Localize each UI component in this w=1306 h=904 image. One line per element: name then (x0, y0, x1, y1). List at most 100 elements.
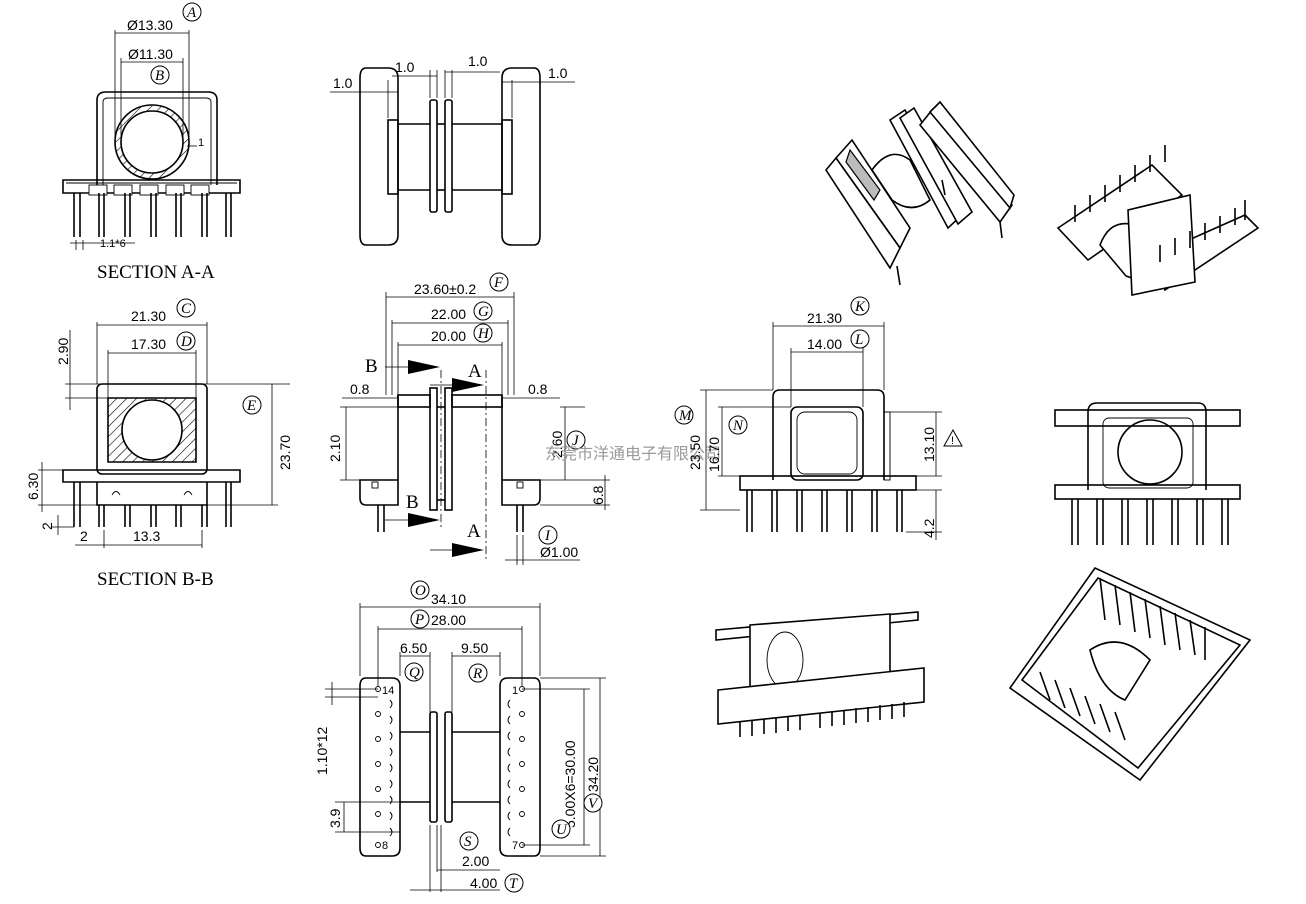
section-bb-label: SECTION B-B (97, 569, 214, 590)
marker-k (850, 296, 870, 316)
marker-k-label: K (854, 299, 866, 315)
marker-c (176, 298, 196, 318)
marker-o (410, 580, 430, 600)
dim-2-90: 2.90 (55, 338, 71, 365)
marker-u (551, 819, 571, 839)
dim-34-20: 34.20 (585, 757, 601, 792)
iso-view-5 (1008, 566, 1252, 782)
dim-13-30: Ø13.30 (127, 17, 173, 33)
marker-t (504, 873, 524, 893)
dim-21-30-c: 21.30 (131, 308, 166, 324)
marker-f (489, 272, 509, 292)
marker-s-label: S (464, 834, 472, 850)
marker-h (473, 323, 493, 343)
marker-s (459, 831, 479, 851)
marker-n-label: N (732, 418, 744, 434)
marker-v-label: V (588, 796, 599, 812)
marker-n (728, 415, 748, 435)
section-bb-view: 21.30 C 17.30 D E 23.70 2.90 6.30 2 2 13… (25, 298, 293, 590)
dim-28-00: 28.00 (431, 612, 466, 628)
end-view: 21.30 K 14.00 L M 23.50 N 16.70 13.10 ! … (674, 296, 963, 540)
dim-17-30: 17.30 (131, 336, 166, 352)
marker-j (566, 430, 586, 450)
marker-g (473, 301, 493, 321)
bottom-view: 14 1 8 7 (314, 580, 606, 893)
dim-3-9: 3.9 (327, 808, 343, 828)
dim-1-0-left: 1.0 (333, 75, 353, 91)
marker-j-label: J (572, 433, 580, 449)
marker-b (150, 65, 170, 85)
marker-p-label: P (414, 612, 424, 628)
marker-l (850, 329, 870, 349)
dim-21-30-k: 21.30 (807, 310, 842, 326)
dim-1-0-mid2: 1.0 (468, 53, 488, 69)
marker-q (404, 662, 424, 682)
dim-23-60: 23.60±0.2 (414, 281, 476, 297)
marker-a (182, 2, 202, 22)
cut-label-a-bottom: A (467, 521, 481, 542)
dim-1-1x6: 1.1*6 (100, 238, 126, 250)
front-view: B A B A 23.60±0.2 F 22.00 G 20.00 (327, 272, 610, 565)
dim-23-70: 23.70 (277, 435, 293, 470)
dim-20-00: 20.00 (431, 328, 466, 344)
dim-4-2: 4.2 (921, 518, 937, 538)
dim-0-8-left: 0.8 (350, 381, 370, 397)
pin-label-8: 8 (382, 840, 388, 852)
pin-label-14: 14 (382, 685, 394, 697)
iso-view-4 (715, 611, 925, 737)
cut-label-b-top: B (365, 356, 378, 377)
dim-6-30: 6.30 (25, 473, 41, 500)
marker-v (583, 793, 603, 813)
side-view-top: 1.0 1.0 1.0 1.0 (330, 53, 575, 246)
dim-34-10: 34.10 (431, 591, 466, 607)
pin-label-7: 7 (512, 840, 518, 852)
marker-a-label: A (186, 5, 197, 21)
section-aa-view: Ø13.30 A Ø11.30 B 1 1.1*6 SECTION A-A (62, 2, 241, 283)
cut-label-a-top: A (468, 361, 482, 382)
dim-9-50: 9.50 (461, 640, 488, 656)
dim-4-00: 4.00 (470, 875, 497, 891)
dim-1-0-mid1: 1.0 (395, 59, 415, 75)
marker-o-label: O (415, 583, 426, 599)
dim-1-0-right: 1.0 (548, 65, 568, 81)
warning-symbol: ! (951, 435, 954, 447)
dim-16-70: 16.70 (706, 437, 722, 472)
iso-view-3-front (1054, 402, 1241, 545)
dim-1-10x12: 1.10*12 (314, 727, 330, 775)
dim-2-horizontal: 2 (80, 528, 88, 544)
marker-p (410, 609, 430, 629)
dim-13-10: 13.10 (921, 427, 937, 462)
marker-e (242, 395, 262, 415)
section-aa-label: SECTION A-A (97, 262, 215, 283)
marker-u-label: U (556, 822, 568, 838)
dim-1: 1 (198, 137, 204, 149)
dim-2-60: 2.60 (549, 431, 565, 458)
marker-i (538, 525, 558, 545)
warning-triangle-icon (943, 428, 963, 447)
dim-2-10: 2.10 (327, 435, 343, 462)
dim-22-00: 22.00 (431, 306, 466, 322)
dim-0-8-right: 0.8 (528, 381, 548, 397)
cut-label-b-bottom: B (406, 492, 419, 513)
marker-g-label: G (478, 304, 489, 320)
marker-r-label: R (472, 666, 482, 682)
dim-2-vertical: 2 (39, 522, 55, 530)
dim-13-3: 13.3 (133, 528, 160, 544)
pin-label-1: 1 (512, 685, 518, 697)
marker-r (468, 663, 488, 683)
marker-i-label: I (544, 528, 551, 544)
marker-h-label: H (477, 326, 490, 342)
marker-q-label: Q (409, 665, 420, 681)
marker-l-label: L (854, 332, 863, 348)
dim-6-8: 6.8 (590, 485, 606, 505)
marker-t-label: T (509, 876, 519, 892)
dim-11-30: Ø11.30 (128, 46, 173, 62)
iso-view-2 (1056, 145, 1260, 296)
dim-6-50: 6.50 (400, 640, 427, 656)
marker-b-label: B (155, 68, 164, 84)
dim-1-00: Ø1.00 (540, 544, 578, 560)
dim-23-50: 23.50 (687, 435, 703, 470)
dim-2-00: 2.00 (462, 853, 489, 869)
